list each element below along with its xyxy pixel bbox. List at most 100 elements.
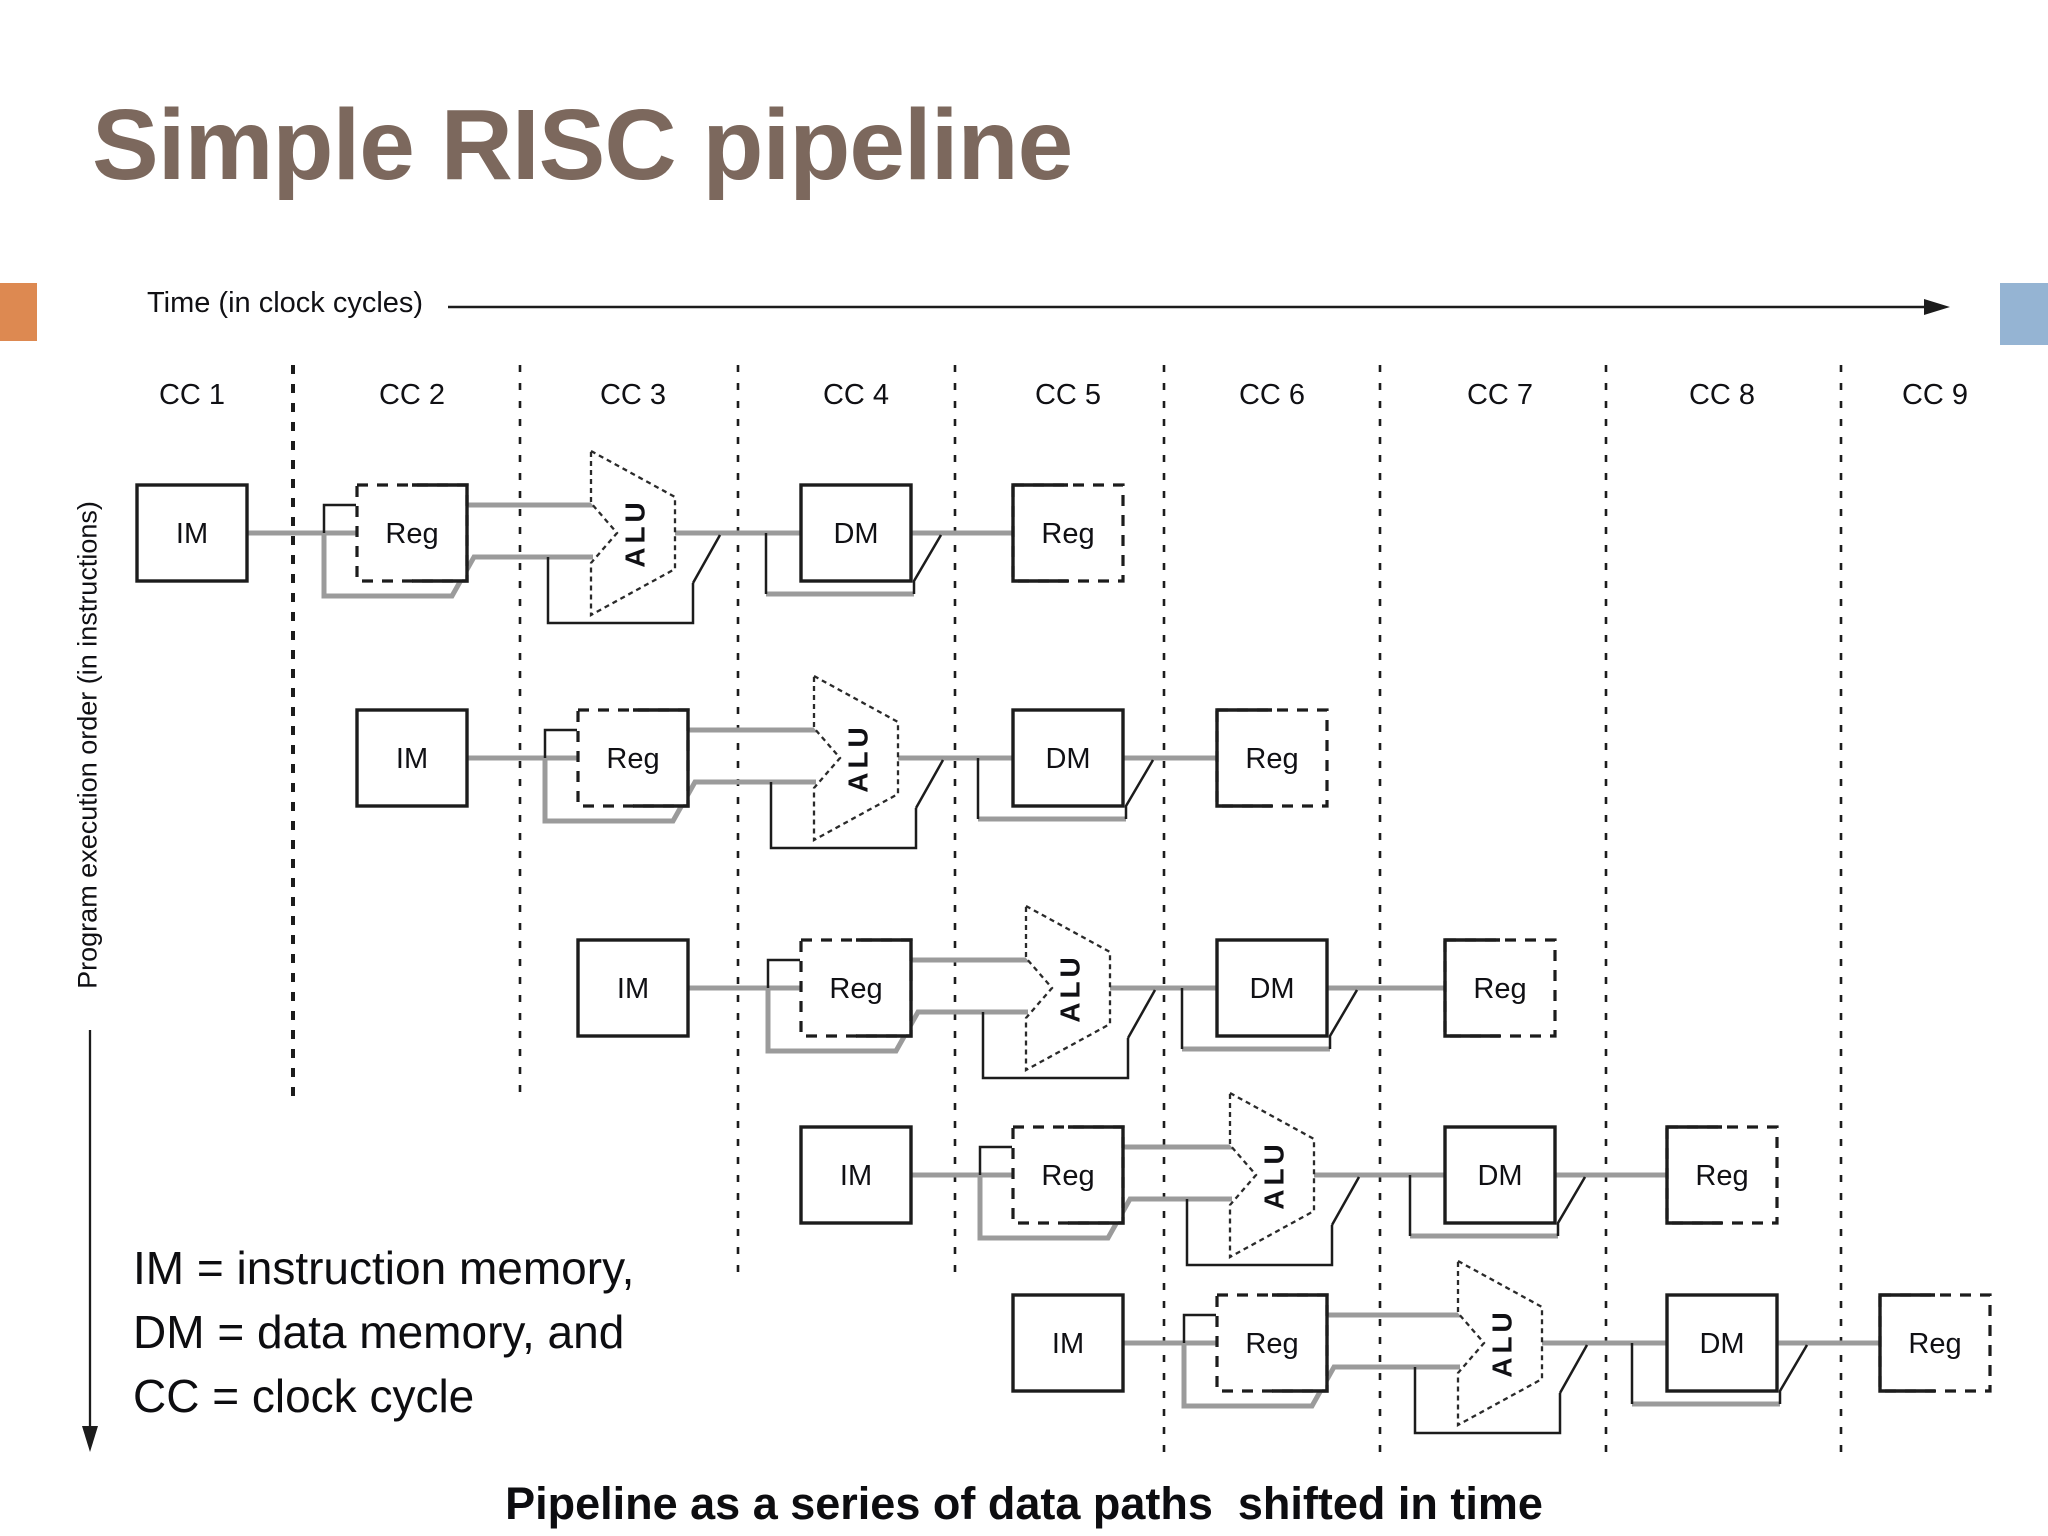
stage-label: Reg — [1245, 1328, 1298, 1360]
stage-box-reg-solid-half — [1011, 483, 1068, 583]
stage-label: IM — [1052, 1328, 1084, 1360]
alu-label: ALU — [620, 498, 651, 568]
stage-box-reg — [1215, 1293, 1329, 1393]
stage-box-reg-solid-half — [1878, 1293, 1935, 1393]
datapath-detail-line — [691, 534, 722, 584]
blue-accent-bar — [2000, 283, 2048, 345]
alu-shape — [812, 674, 900, 842]
stage-box-im — [1011, 1293, 1125, 1393]
datapath-wire — [321, 533, 593, 599]
stage-box-reg — [355, 483, 469, 583]
cc-label: CC 9 — [1902, 379, 1968, 411]
datapath-detail-line — [1413, 1367, 1562, 1435]
orange-accent-bar — [0, 283, 37, 341]
datapath-wire — [542, 758, 816, 824]
datapath-detail-line — [1328, 989, 1359, 1049]
stage-label: IM — [396, 743, 428, 775]
stage-label: Reg — [829, 973, 882, 1005]
cc-label: CC 8 — [1689, 379, 1755, 411]
stage-box-reg-solid-half — [1068, 1125, 1125, 1225]
cc-label: CC 7 — [1467, 379, 1533, 411]
cc-label: CC 3 — [600, 379, 666, 411]
stage-box-reg — [1011, 1125, 1125, 1225]
stage-label: Reg — [606, 743, 659, 775]
alu-label: ALU — [1055, 953, 1086, 1023]
stage-label: IM — [617, 973, 649, 1005]
datapath-detail-line — [769, 782, 918, 850]
cc-label: CC 5 — [1035, 379, 1101, 411]
stage-label: DM — [833, 518, 878, 550]
stage-box-dm — [1011, 708, 1125, 808]
stage-label: DM — [1045, 743, 1090, 775]
alu-label: ALU — [1259, 1140, 1290, 1210]
datapath-detail-line — [766, 958, 800, 988]
stage-box-dm — [1443, 1125, 1557, 1225]
pipeline-instruction-row: IM Reg ALU DM Reg — [576, 904, 1557, 1080]
stage-box-dm — [1665, 1293, 1779, 1393]
legend-line-cc: CC = clock cycle — [133, 1370, 475, 1422]
datapath-detail-line — [1185, 1199, 1334, 1267]
stage-box-reg-solid-half — [1272, 1293, 1329, 1393]
time-axis-label: Time (in clock cycles) — [147, 287, 424, 319]
datapath-detail-line — [912, 534, 943, 594]
datapath-wire — [1181, 1343, 1460, 1409]
stage-box-reg-solid-half — [412, 483, 469, 583]
stage-box-im — [355, 708, 469, 808]
datapath-wire — [977, 1175, 1232, 1241]
stage-box-reg-solid-half — [633, 708, 690, 808]
stage-box-im — [135, 483, 249, 583]
datapath-detail-line — [978, 1145, 1012, 1175]
datapath-detail-line — [1330, 1176, 1361, 1226]
alu-shape — [1024, 904, 1112, 1072]
datapath-wire — [765, 988, 1028, 1054]
alu-shape — [1456, 1259, 1544, 1427]
stage-box-reg — [1215, 708, 1329, 808]
stage-label: DM — [1699, 1328, 1744, 1360]
stage-box-reg-solid-half — [1215, 708, 1272, 808]
stage-box-reg-solid-half — [856, 938, 913, 1038]
datapath-detail-line — [543, 728, 577, 758]
stage-label: Reg — [1695, 1160, 1748, 1192]
alu-shape — [1228, 1091, 1316, 1259]
cc-label: CC 6 — [1239, 379, 1305, 411]
stage-box-reg — [1878, 1293, 1992, 1393]
datapath-detail-line — [1182, 1313, 1216, 1343]
stage-box-im — [576, 938, 690, 1038]
datapath-detail-line — [1556, 1176, 1587, 1236]
stage-label: IM — [176, 518, 208, 550]
cc-label: CC 1 — [159, 379, 225, 411]
program-order-arrowhead — [82, 1426, 98, 1452]
datapath-detail-line — [1778, 1344, 1809, 1404]
datapath-detail-line — [322, 503, 356, 533]
datapath-detail-line — [981, 1012, 1130, 1080]
abbreviation-legend: IM = instruction memory, DM = data memor… — [133, 1236, 634, 1428]
pipeline-instruction-row: IM Reg ALU DM Reg — [135, 449, 1125, 625]
stage-box-dm — [1215, 938, 1329, 1038]
stage-label: Reg — [1041, 518, 1094, 550]
stage-label: DM — [1249, 973, 1294, 1005]
slide-title: Simple RISC pipeline — [92, 89, 1073, 201]
stage-box-reg-solid-half — [1443, 938, 1500, 1038]
datapath-detail-line — [1558, 1344, 1589, 1394]
stage-label: Reg — [1041, 1160, 1094, 1192]
alu-shape — [589, 449, 677, 617]
stage-label: Reg — [385, 518, 438, 550]
stage-box-reg-solid-half — [1665, 1125, 1722, 1225]
cc-label: CC 4 — [823, 379, 889, 411]
stage-box-im — [799, 1125, 913, 1225]
stage-box-dm — [799, 483, 913, 583]
cc-label: CC 2 — [379, 379, 445, 411]
stage-label: IM — [840, 1160, 872, 1192]
legend-line-im: IM = instruction memory, — [133, 1242, 635, 1294]
legend-line-dm: DM = data memory, and — [133, 1306, 625, 1358]
slide-caption: Pipeline as a series of data paths shift… — [505, 1478, 1543, 1529]
stage-label: DM — [1477, 1160, 1522, 1192]
datapath-detail-line — [546, 557, 695, 625]
time-axis-arrowhead — [1924, 299, 1950, 315]
stage-label: Reg — [1473, 973, 1526, 1005]
alu-label: ALU — [843, 723, 874, 793]
